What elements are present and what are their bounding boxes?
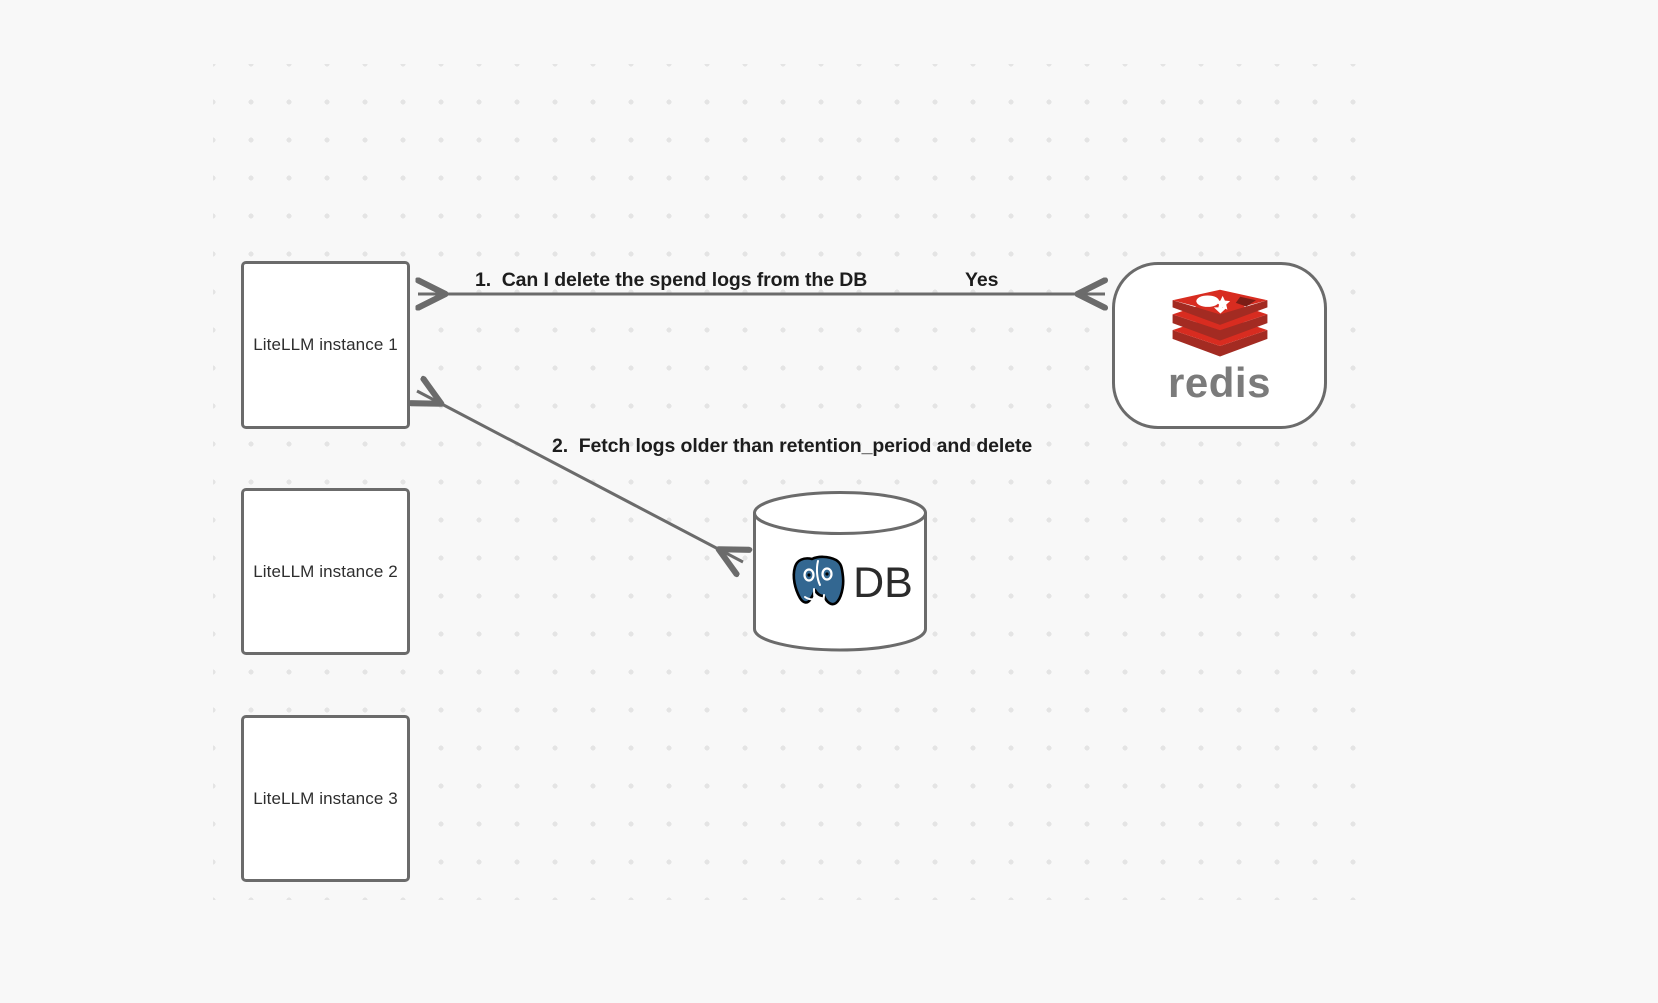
node-litellm-instance-2[interactable]: LiteLLM instance 2 bbox=[241, 488, 410, 655]
node-litellm-instance-1-label: LiteLLM instance 1 bbox=[253, 335, 398, 354]
redis-wordmark-label: redis bbox=[1168, 358, 1271, 406]
edge-label-step-1-answer: Yes bbox=[965, 269, 999, 291]
redis-logo-icon bbox=[1172, 289, 1267, 356]
edge-label-step-1: 1. Can I delete the spend logs from the … bbox=[475, 269, 868, 291]
node-litellm-instance-3-label: LiteLLM instance 3 bbox=[253, 788, 398, 808]
db-logo-row: DB bbox=[763, 504, 937, 662]
node-redis[interactable]: redis bbox=[1112, 262, 1327, 429]
postgresql-elephant-icon bbox=[790, 553, 847, 613]
node-litellm-instance-3[interactable]: LiteLLM instance 3 bbox=[241, 715, 410, 882]
edge-litellm1-db bbox=[417, 391, 743, 562]
node-litellm-instance-1[interactable]: LiteLLM instance 1 bbox=[241, 261, 410, 429]
db-label: DB bbox=[853, 558, 913, 607]
node-database[interactable]: DB bbox=[753, 492, 927, 650]
edge-label-step-2: 2. Fetch logs older than retention_perio… bbox=[552, 435, 1033, 457]
node-litellm-instance-2-label: LiteLLM instance 2 bbox=[253, 561, 398, 581]
